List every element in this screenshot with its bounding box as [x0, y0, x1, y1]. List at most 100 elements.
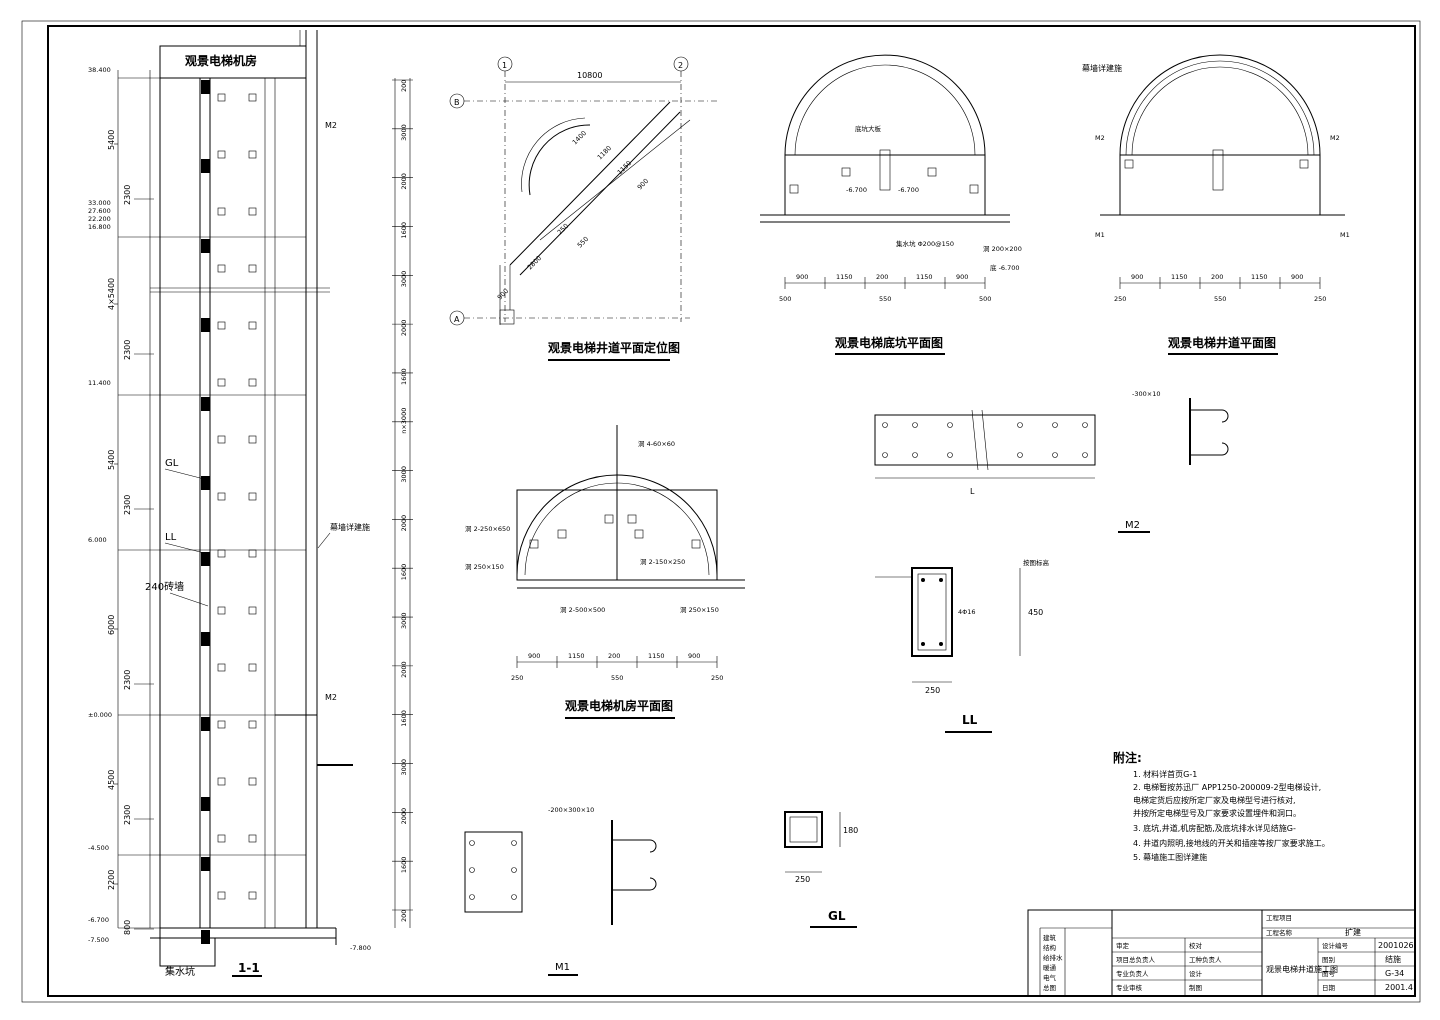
- tb-project-name: 工程名称: [1266, 928, 1293, 937]
- m2-label-top: M2: [325, 121, 337, 130]
- m2-bolt: [1082, 422, 1088, 428]
- right-dim: 3000: [400, 271, 408, 288]
- section-square: [217, 435, 226, 444]
- section-square: [217, 606, 226, 615]
- axis-a: A: [454, 315, 460, 324]
- pit-dim: 900: [796, 273, 808, 281]
- tb-drawing: 观景电梯井道施工图: [1266, 964, 1338, 974]
- position-dim: 1400: [571, 129, 588, 146]
- tb-role: 设计: [1189, 969, 1203, 978]
- mr-hole-4: 洞 2-500×500: [560, 605, 605, 614]
- note-3: 电梯定货后应按所定厂家及电梯型号进行核对,: [1133, 795, 1296, 805]
- section-square: [248, 150, 257, 159]
- tb-type-label: 图别: [1322, 955, 1335, 964]
- section-square: [248, 663, 257, 672]
- section-square: [248, 834, 257, 843]
- wall-block: [201, 397, 210, 411]
- mr-edge: 250: [711, 674, 723, 682]
- right-dim: 1600: [400, 564, 408, 581]
- section-square: [217, 321, 226, 330]
- position-dim: 900: [636, 177, 650, 191]
- shaft-plan-title: 观景电梯井道平面图: [1168, 335, 1276, 350]
- tb-project: 工程项目: [1266, 913, 1292, 922]
- gl-height: 180: [843, 826, 858, 835]
- pit-dim: 900: [956, 273, 968, 281]
- wall-block: [201, 239, 210, 253]
- shaft-position-plan: 1 2 B A 10800 14001180115090025055028009…: [449, 56, 720, 361]
- m2-bolt: [947, 452, 953, 458]
- section-name: 1-1: [238, 961, 260, 975]
- tb-date-label: 日期: [1322, 984, 1336, 992]
- tb-role: 校对: [1189, 941, 1203, 950]
- left-dim: 2300: [123, 805, 132, 825]
- right-dim: 2000: [400, 808, 408, 825]
- notes: 附注: 1. 材料详首页G-1 2. 电梯暂按苏迅厂 APP1250-20000…: [1113, 750, 1330, 862]
- section-square: [248, 891, 257, 900]
- pit-note-hole: 洞 200×200: [983, 244, 1022, 253]
- wall-block: [201, 80, 210, 94]
- section-square: [248, 321, 257, 330]
- elevation-label: 6.000: [88, 536, 107, 544]
- m2-bolt: [1017, 452, 1023, 458]
- m2-bolt: [1082, 452, 1088, 458]
- pit-edge: 500: [979, 295, 991, 303]
- right-dim: 3000: [400, 613, 408, 630]
- left-dim: 2300: [123, 185, 132, 205]
- m2-bolt: [912, 422, 918, 428]
- ll-note: 按图标高: [1023, 558, 1050, 567]
- tb-role: 审定: [1116, 941, 1130, 950]
- pit-plan-title: 观景电梯底坑平面图: [835, 335, 943, 350]
- m1-title: M1: [555, 962, 570, 973]
- note-2: 2. 电梯暂按苏迅厂 APP1250-200009-2型电梯设计,: [1133, 782, 1321, 792]
- pit-plan: 底坑大板 集水坑 Φ200@150 洞 200×200 底 -6.700 -6.…: [760, 54, 1022, 355]
- right-dim: n×3000: [400, 408, 408, 434]
- m2-bolt: [882, 422, 888, 428]
- axis-1: 1: [502, 61, 507, 70]
- position-dim: 250: [556, 222, 570, 236]
- right-dim: 200: [400, 80, 408, 92]
- section-square: [248, 492, 257, 501]
- section-square: [217, 720, 226, 729]
- wall-block: [201, 717, 210, 731]
- mr-dim: 1150: [648, 652, 665, 660]
- section-square: [217, 834, 226, 843]
- notes-heading: 附注:: [1113, 750, 1142, 765]
- elevation-label: -7.500: [88, 936, 109, 944]
- section-square: [217, 378, 226, 387]
- ll-bars: 4Φ16: [958, 608, 976, 616]
- wall-block: [201, 857, 210, 871]
- mr-dim: 900: [688, 652, 700, 660]
- note-4: 并按所定电梯型号及厂家要求设置埋件和洞口。: [1133, 808, 1301, 818]
- shaft-edge: 250: [1314, 295, 1326, 303]
- pit-note-bottom: 底 -6.700: [990, 263, 1020, 272]
- left-dim: 2300: [123, 495, 132, 515]
- left-dim: 4×5400: [107, 278, 116, 310]
- section-square: [217, 891, 226, 900]
- elevation-label: 16.800: [88, 223, 111, 231]
- section-square: [248, 435, 257, 444]
- shaft-m2-right: M2: [1330, 134, 1340, 142]
- m1-note: -200×300×10: [548, 806, 594, 814]
- mr-dim: 1150: [568, 652, 585, 660]
- section-1-1: 观景电梯机房 集水坑 540023004×5400230054002300600…: [88, 30, 413, 978]
- shaft-position-title: 观景电梯井道平面定位图: [548, 340, 680, 355]
- shaft-dim: 900: [1291, 273, 1303, 281]
- plate-m1: -200×300×10 M1: [464, 806, 657, 976]
- section-square: [217, 93, 226, 102]
- ll-label: LL: [165, 532, 177, 543]
- right-dim: 3000: [400, 124, 408, 141]
- tb-discipline: 暖通: [1043, 963, 1057, 972]
- right-dim: 1600: [400, 857, 408, 874]
- m2-bolt: [1017, 422, 1023, 428]
- m2-bolt: [947, 422, 953, 428]
- section-square: [217, 777, 226, 786]
- position-dim: 900: [496, 287, 510, 301]
- machine-room-label: 观景电梯机房: [185, 53, 257, 68]
- plate-m2: L -300×10 M2: [874, 390, 1229, 533]
- note-1: 1. 材料详首页G-1: [1133, 769, 1197, 779]
- section-square: [248, 720, 257, 729]
- gl-label: GL: [165, 458, 179, 469]
- right-dim: 3000: [400, 466, 408, 483]
- left-dim: 2300: [123, 340, 132, 360]
